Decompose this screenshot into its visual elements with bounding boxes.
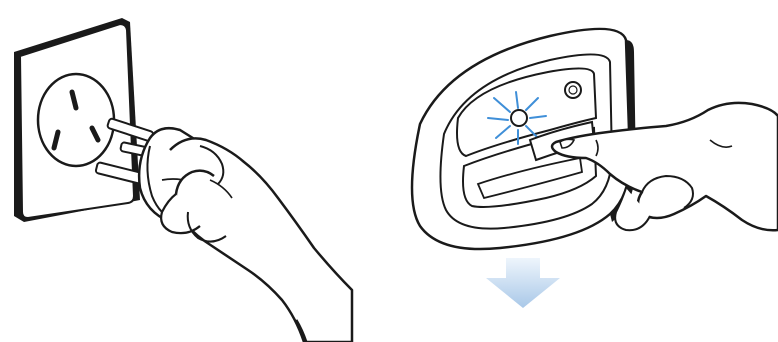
plug-socket-svg bbox=[0, 0, 360, 342]
socket-outlet bbox=[38, 74, 114, 166]
indicator-light bbox=[511, 110, 527, 126]
down-arrow bbox=[486, 258, 560, 308]
power-button-svg bbox=[380, 0, 778, 342]
press-power-button-illustration bbox=[380, 0, 778, 342]
round-button bbox=[565, 82, 581, 98]
plug-into-socket-illustration bbox=[0, 0, 360, 342]
